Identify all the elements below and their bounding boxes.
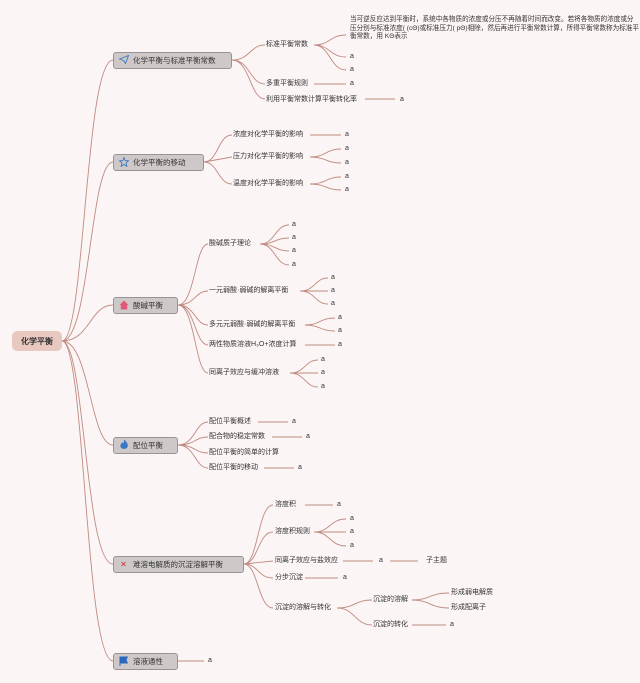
paper-plane-icon [117,54,129,66]
topic-label: 配位平衡 [133,441,163,450]
topic-label: 化学平衡与标准平衡常数 [133,56,216,65]
leaf-a: a [350,66,354,73]
leaf-a: a [208,657,212,664]
node-complex-ion[interactable]: 形成配离子 [451,604,486,611]
node-weak-electrolyte[interactable]: 形成弱电解质 [451,589,493,596]
node-monoprotic-dissociation[interactable]: 一元弱酸·弱碱的解离平衡 [209,287,289,294]
node-standard-constant-note: 当可逆反应达到平衡时，系统中各物质的浓度或分压不再随着时间而改变。若将各物质的浓… [350,16,640,41]
leaf-a: a [345,186,349,193]
leaf-a: a [345,173,349,180]
flame-icon [118,439,129,452]
leaf-a: a [321,356,325,363]
flag-icon [118,656,129,668]
node-dissolution-conversion[interactable]: 沉淀的溶解与转化 [275,604,331,611]
star-icon [117,155,130,169]
topic-acid-base[interactable]: 酸碱平衡 [113,297,178,314]
leaf-a: a [350,528,354,535]
leaf-a: a [350,53,354,60]
topic-label: 难溶电解质的沉淀溶解平衡 [133,560,223,569]
topic-equilibrium-shift[interactable]: 化学平衡的移动 [113,154,204,171]
node-conversion-rate[interactable]: 利用平衡常数计算平衡转化率 [266,96,357,103]
leaf-a: a [338,341,342,348]
node-solubility-rule[interactable]: 溶度积规则 [275,528,310,535]
node-fractional-precipitation[interactable]: 分步沉淀 [275,574,303,581]
node-precipitate-conversion[interactable]: 沉淀的转化 [373,621,408,628]
topic-equilibrium-constant[interactable]: 化学平衡与标准平衡常数 [113,52,232,69]
node-coordination-calc[interactable]: 配位平衡的简单的计算 [209,449,279,456]
leaf-a: a [345,145,349,152]
node-multiple-equilibrium-rule[interactable]: 多重平衡规则 [266,80,308,87]
leaf-a: a [379,557,383,564]
node-temperature-effect[interactable]: 温度对化学平衡的影响 [233,180,303,187]
leaf-a: a [338,327,342,334]
leaf-a: a [338,314,342,321]
leaf-a: a [400,96,404,103]
node-standard-constant[interactable]: 标准平衡常数 [266,41,308,48]
node-pressure-effect[interactable]: 压力对化学平衡的影响 [233,153,303,160]
node-amphoteric-calc[interactable]: 两性物质溶液H₃O+浓度计算 [209,341,297,348]
topic-label: 酸碱平衡 [133,301,163,310]
topic-label: 溶液通性 [133,657,163,666]
topic-precipitation[interactable]: ✕ 难溶电解质的沉淀溶解平衡 [113,556,244,573]
node-subtopic[interactable]: 子主题 [426,557,447,564]
leaf-a: a [350,542,354,549]
leaf-a: a [298,464,302,471]
cross-icon: ✕ [120,560,127,569]
leaf-a: a [350,515,354,522]
node-stability-constant[interactable]: 配合物的稳定常数 [209,433,265,440]
node-concentration-effect[interactable]: 浓度对化学平衡的影响 [233,131,303,138]
leaf-a: a [306,433,310,440]
node-proton-theory[interactable]: 酸碱质子理论 [209,240,251,247]
leaf-a: a [350,80,354,87]
leaf-a: a [331,287,335,294]
node-polyprotic-dissociation[interactable]: 多元元弱酸·弱碱的解离平衡 [209,321,296,328]
topic-coordination[interactable]: 配位平衡 [113,437,178,454]
leaf-a: a [292,221,296,228]
leaf-a: a [292,234,296,241]
node-coordination-overview[interactable]: 配位平衡概述 [209,418,251,425]
node-precipitate-dissolution[interactable]: 沉淀的溶解 [373,596,408,603]
node-common-ion-salt-effect[interactable]: 同离子效应与盐效应 [275,557,338,564]
leaf-a: a [345,131,349,138]
leaf-a: a [321,383,325,390]
home-icon [118,300,129,312]
leaf-a: a [345,159,349,166]
leaf-a: a [331,274,335,281]
leaf-a: a [331,300,335,307]
topic-label: 化学平衡的移动 [133,158,186,167]
node-coordination-shift[interactable]: 配位平衡的移动 [209,464,258,471]
leaf-a: a [292,247,296,254]
leaf-a: a [292,261,296,268]
node-buffer-solution[interactable]: 同离子效应与缓冲溶液 [209,369,279,376]
leaf-a: a [292,418,296,425]
leaf-a: a [337,501,341,508]
node-solubility-product[interactable]: 溶度积 [275,501,296,508]
topic-solution-properties[interactable]: 溶液通性 [113,653,178,670]
leaf-a: a [450,621,454,628]
root-node[interactable]: 化学平衡 [12,331,62,351]
leaf-a: a [321,369,325,376]
leaf-a: a [343,574,347,581]
